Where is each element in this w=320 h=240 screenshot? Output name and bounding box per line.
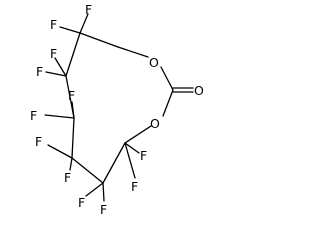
atom-label-f-11: F [140, 148, 147, 163]
bond-c9-c8 [102, 142, 126, 184]
atom-label-o-carbonyl: O [194, 83, 204, 98]
bond-c7-f-lower [69, 157, 73, 171]
bond-c9-f-lower [124, 142, 140, 154]
atom-label-f-10: F [100, 202, 107, 217]
bond-c5-f-upper [54, 57, 67, 77]
bond-c6-f-left [44, 114, 75, 119]
atom-label-f-1: F [85, 2, 92, 17]
bond-c8-c7 [71, 157, 104, 184]
bond-c5-c1 [65, 32, 81, 77]
atom-label-f-8: F [64, 170, 71, 185]
atom-label-f-9: F [78, 195, 85, 210]
bond-c7-c6 [71, 117, 75, 159]
bond-c1-f-top [79, 13, 89, 34]
structure-svg: O O O F F F F F F F F F F F F [30, 2, 204, 217]
atom-label-f-2: F [50, 17, 57, 32]
bond-c2-o-top [117, 46, 149, 58]
bond-c9-f-right [124, 142, 136, 179]
bond-c1-c2 [79, 32, 119, 48]
bond-c8-f-lower [102, 182, 105, 202]
bond-c6-f-upper [71, 101, 75, 119]
bond-c8-f-left [85, 182, 104, 197]
atom-label-f-4: F [36, 64, 43, 79]
bond-c7-f-left [47, 144, 73, 159]
bond-c5-f-left [45, 71, 67, 77]
atom-label-f-7: F [35, 134, 42, 149]
atom-label-f-6: F [68, 88, 75, 103]
bond-carbonyl-c-o-bottom [162, 89, 174, 117]
bond-o-top-carbonyl-c [160, 66, 174, 91]
atom-label-f-5: F [30, 108, 37, 123]
bond-o-bottom-c9 [124, 125, 152, 144]
bond-c1-f-left [59, 26, 81, 34]
atom-label-f-12: F [131, 179, 138, 194]
atom-label-o-ring-bottom: O [150, 116, 160, 131]
atom-label-o-ring-top: O [149, 55, 159, 70]
atom-label-f-3: F [50, 46, 57, 61]
molecule-diagram: O O O F F F F F F F F F F F F [30, 2, 204, 217]
